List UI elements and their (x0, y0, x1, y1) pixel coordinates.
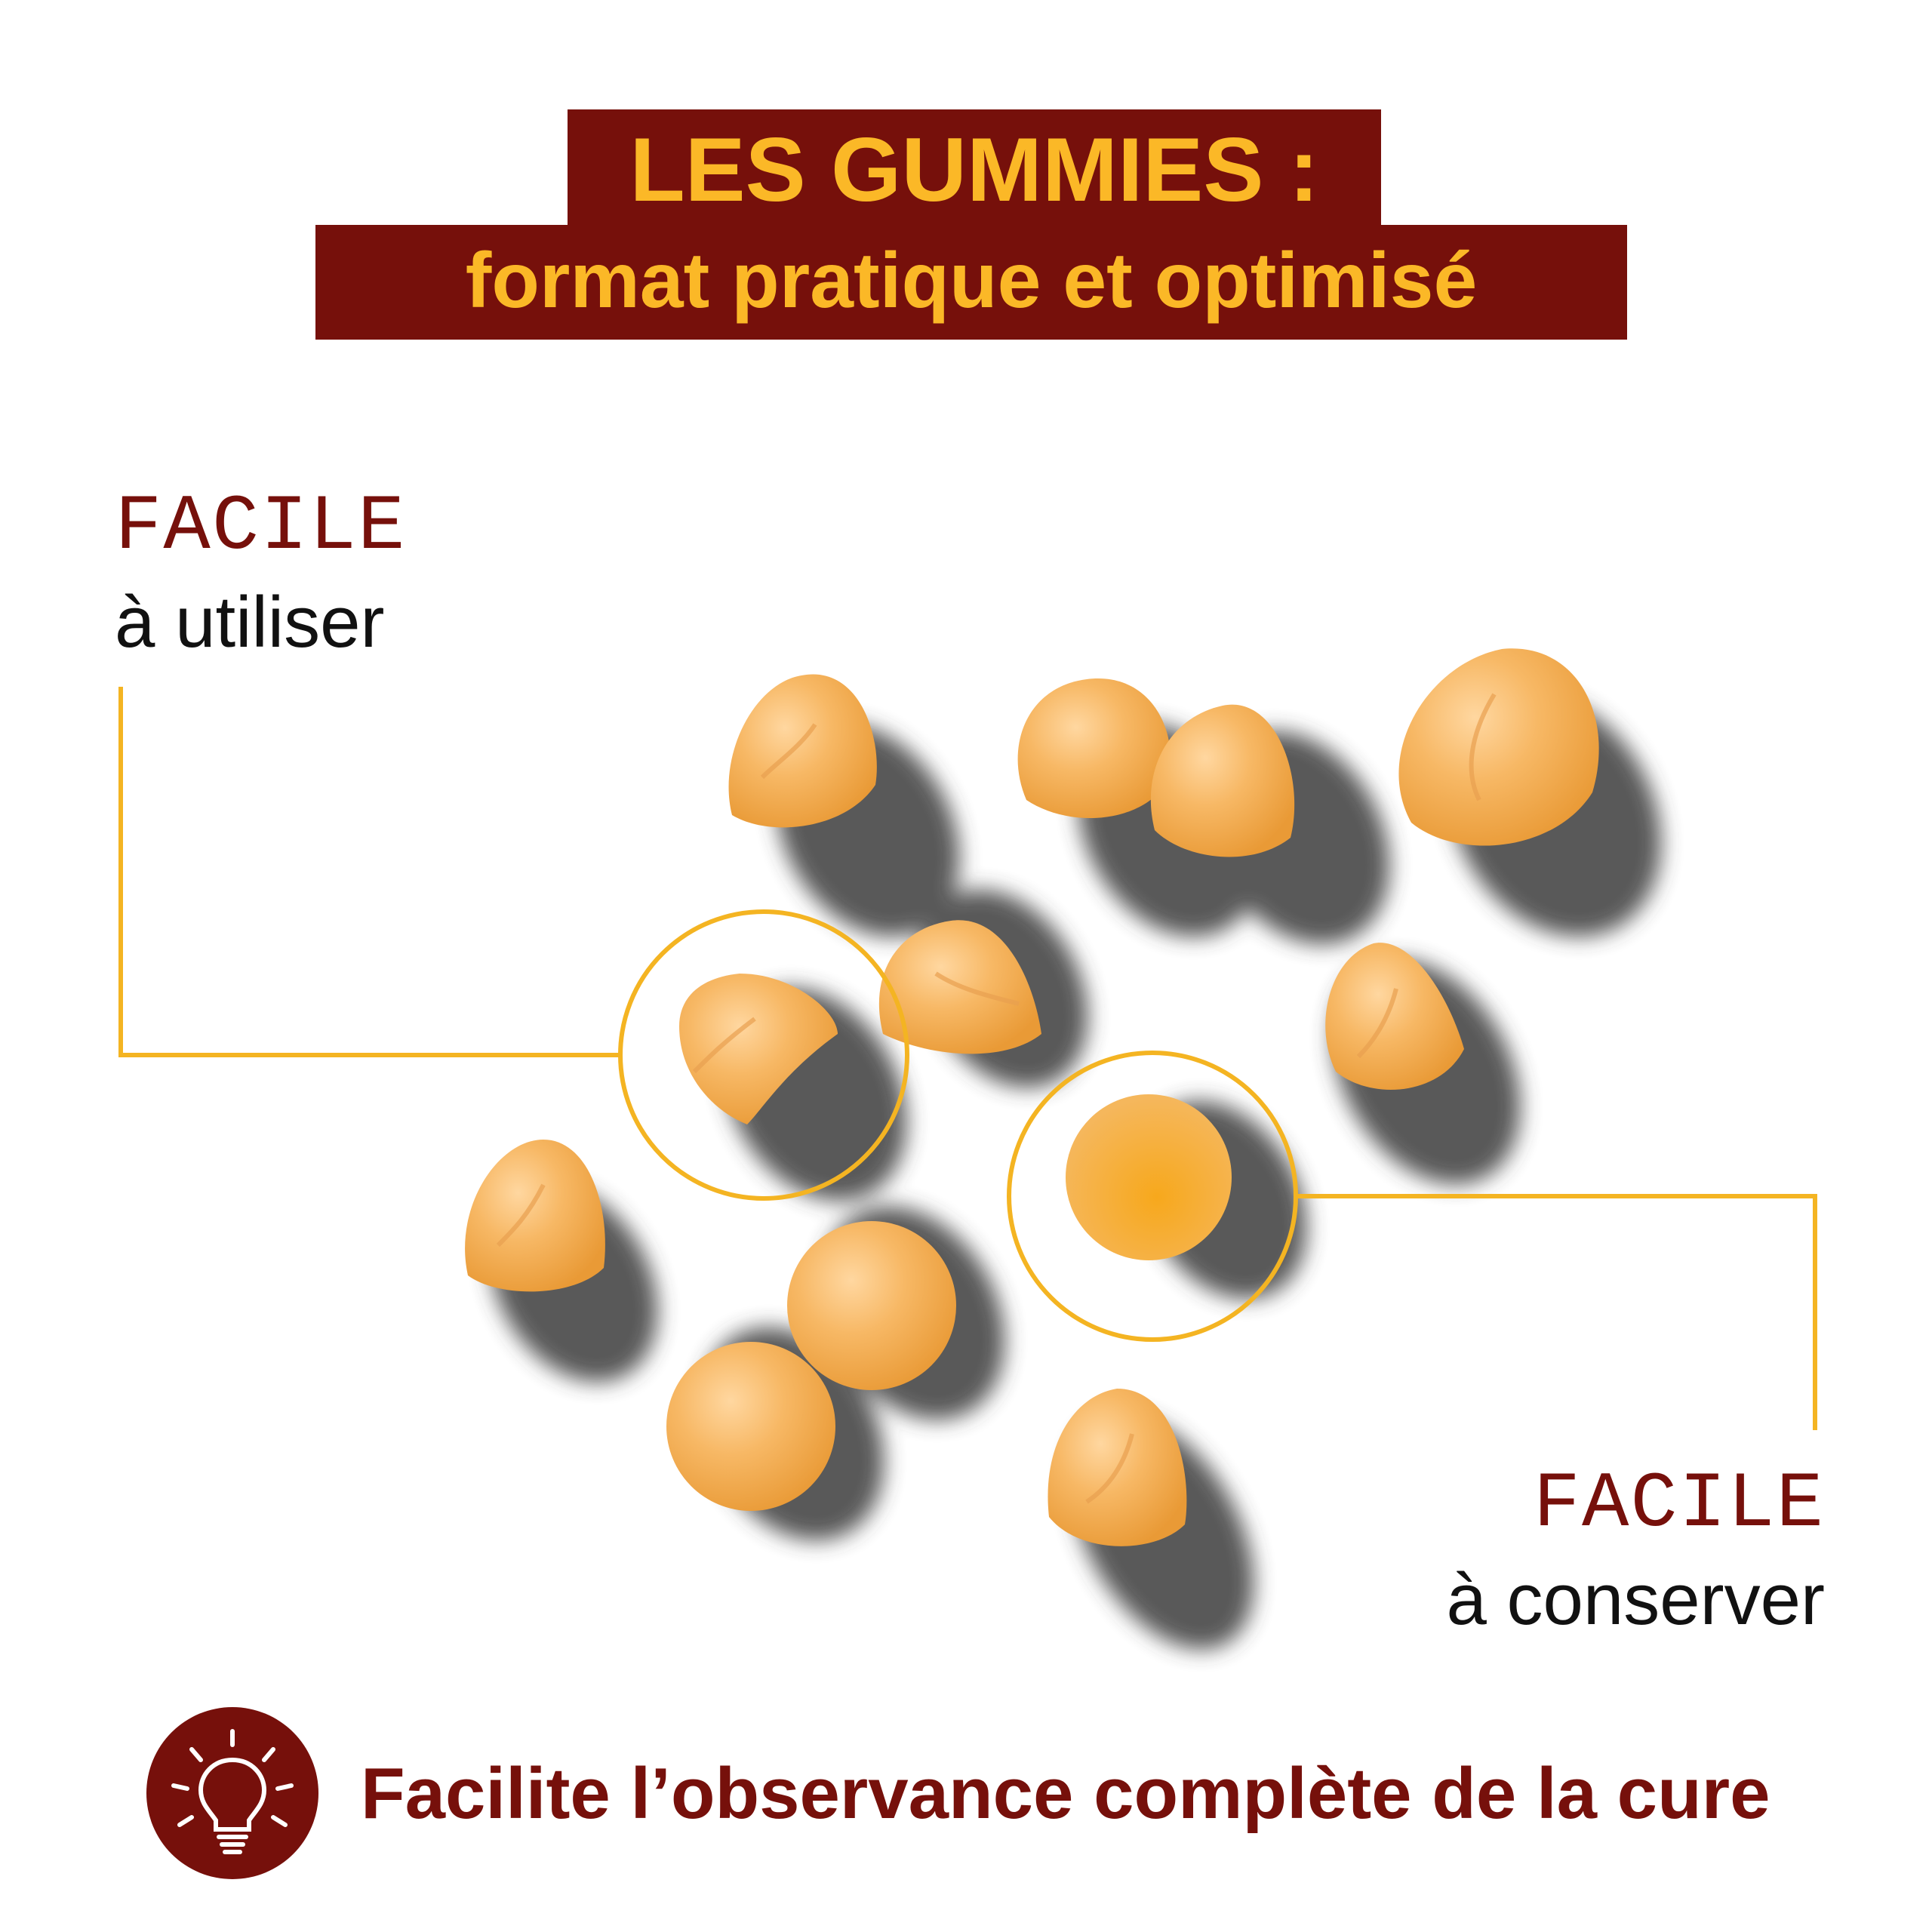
callout-left-heading: FACILE (115, 483, 407, 572)
callout-line-left (118, 687, 621, 1057)
lightbulb-icon (146, 1707, 318, 1879)
callout-left-text: à utiliser (115, 582, 385, 663)
gummy (787, 1221, 956, 1390)
callout-line-right (1296, 1194, 1817, 1430)
gummy (666, 1342, 835, 1511)
gummy-seams (496, 693, 1497, 1504)
gummy (1017, 678, 1171, 818)
gummy (1325, 943, 1464, 1090)
page-title-line2: format pratique et optimisé (315, 225, 1627, 340)
gummy (1398, 648, 1599, 846)
callout-lines (118, 687, 1817, 1430)
footer-tagline: Facilite l’observance complète de la cur… (361, 1753, 1770, 1834)
gummy (1066, 1094, 1232, 1260)
callout-right-heading: FACILE (1533, 1460, 1825, 1549)
gummies (465, 648, 1599, 1546)
gummy (728, 674, 877, 828)
callout-right-text: à conserver (1446, 1559, 1825, 1640)
gummy (465, 1140, 605, 1292)
gummy (1150, 704, 1295, 857)
gummy (679, 974, 838, 1124)
callout-circle-left (618, 909, 909, 1201)
page-title-line1: LES GUMMIES : (568, 109, 1381, 230)
